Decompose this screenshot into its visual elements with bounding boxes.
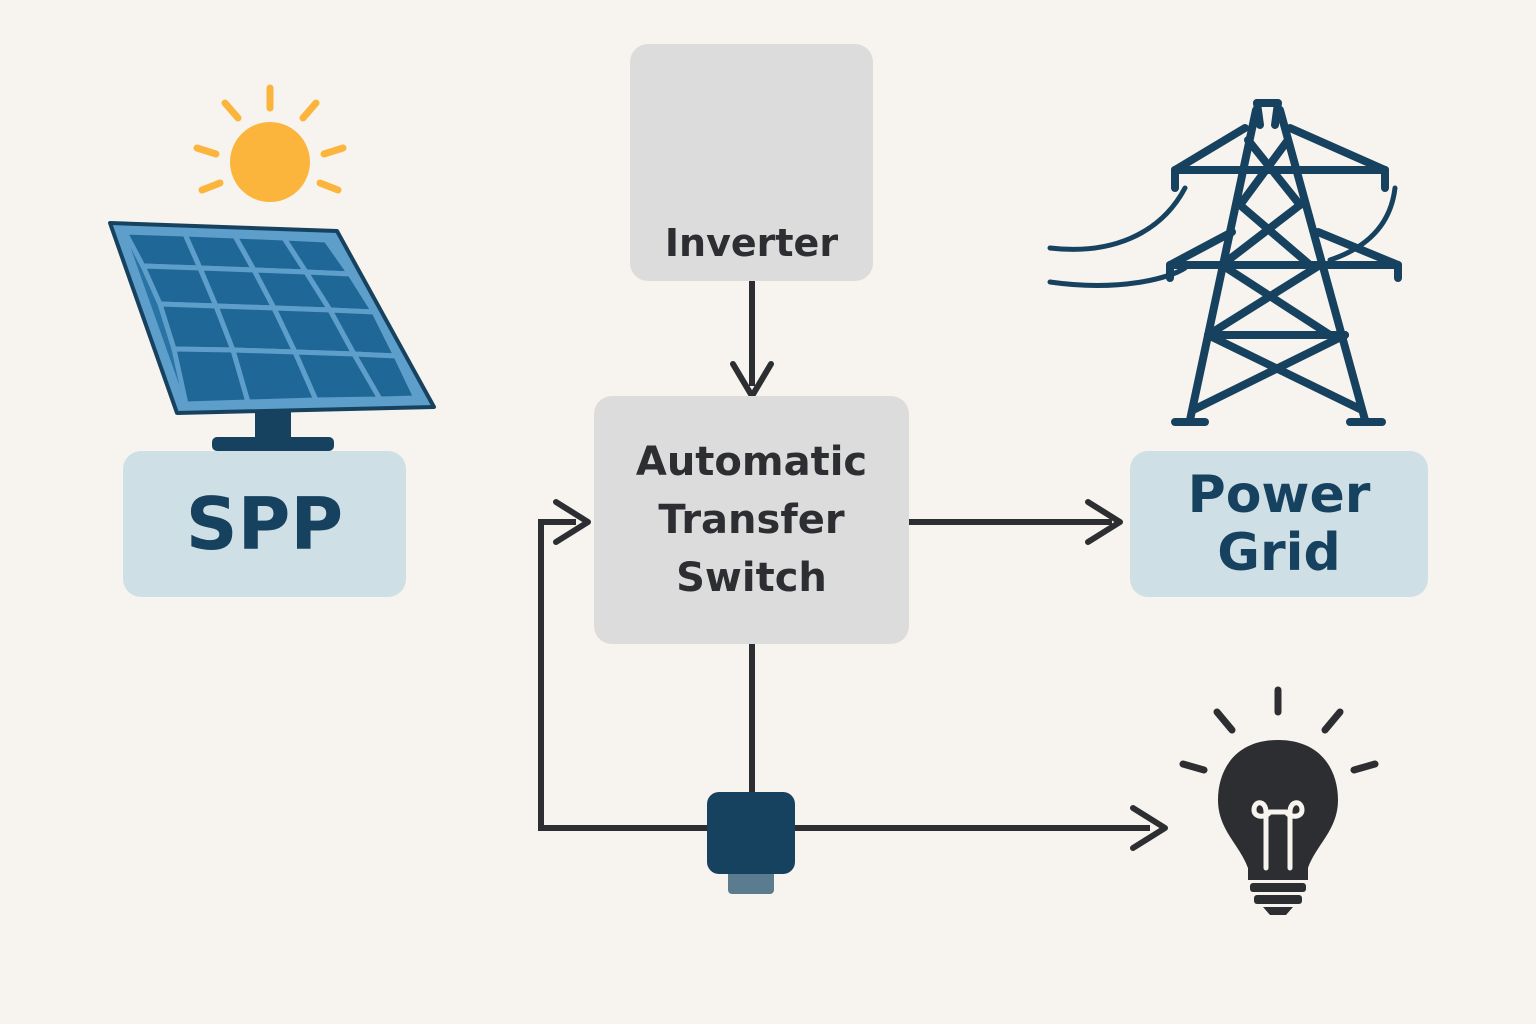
arrowhead-right-icon bbox=[1130, 805, 1168, 851]
spp-box: SPP bbox=[123, 451, 406, 597]
meter-device-icon bbox=[707, 792, 795, 894]
connector-loop-ats bbox=[538, 519, 710, 831]
inverter-label: Inverter bbox=[664, 221, 839, 265]
power-grid-box: Power Grid bbox=[1130, 451, 1428, 597]
inverter-box: Inverter bbox=[630, 44, 873, 281]
power-grid-label: Power Grid bbox=[1187, 465, 1371, 583]
arrowhead-right-icon bbox=[553, 499, 591, 545]
ats-box: Automatic Transfer Switch bbox=[594, 396, 909, 644]
arrowhead-right-icon bbox=[1085, 499, 1123, 545]
connectors bbox=[538, 281, 1150, 831]
spp-label: SPP bbox=[185, 482, 344, 566]
sun-icon bbox=[193, 84, 347, 202]
arrowheads bbox=[553, 361, 1168, 851]
ats-label: Automatic Transfer Switch bbox=[635, 439, 868, 601]
solar-panel-icon bbox=[108, 221, 436, 451]
transmission-tower-icon bbox=[1047, 99, 1402, 426]
light-bulb-icon bbox=[1179, 686, 1379, 915]
